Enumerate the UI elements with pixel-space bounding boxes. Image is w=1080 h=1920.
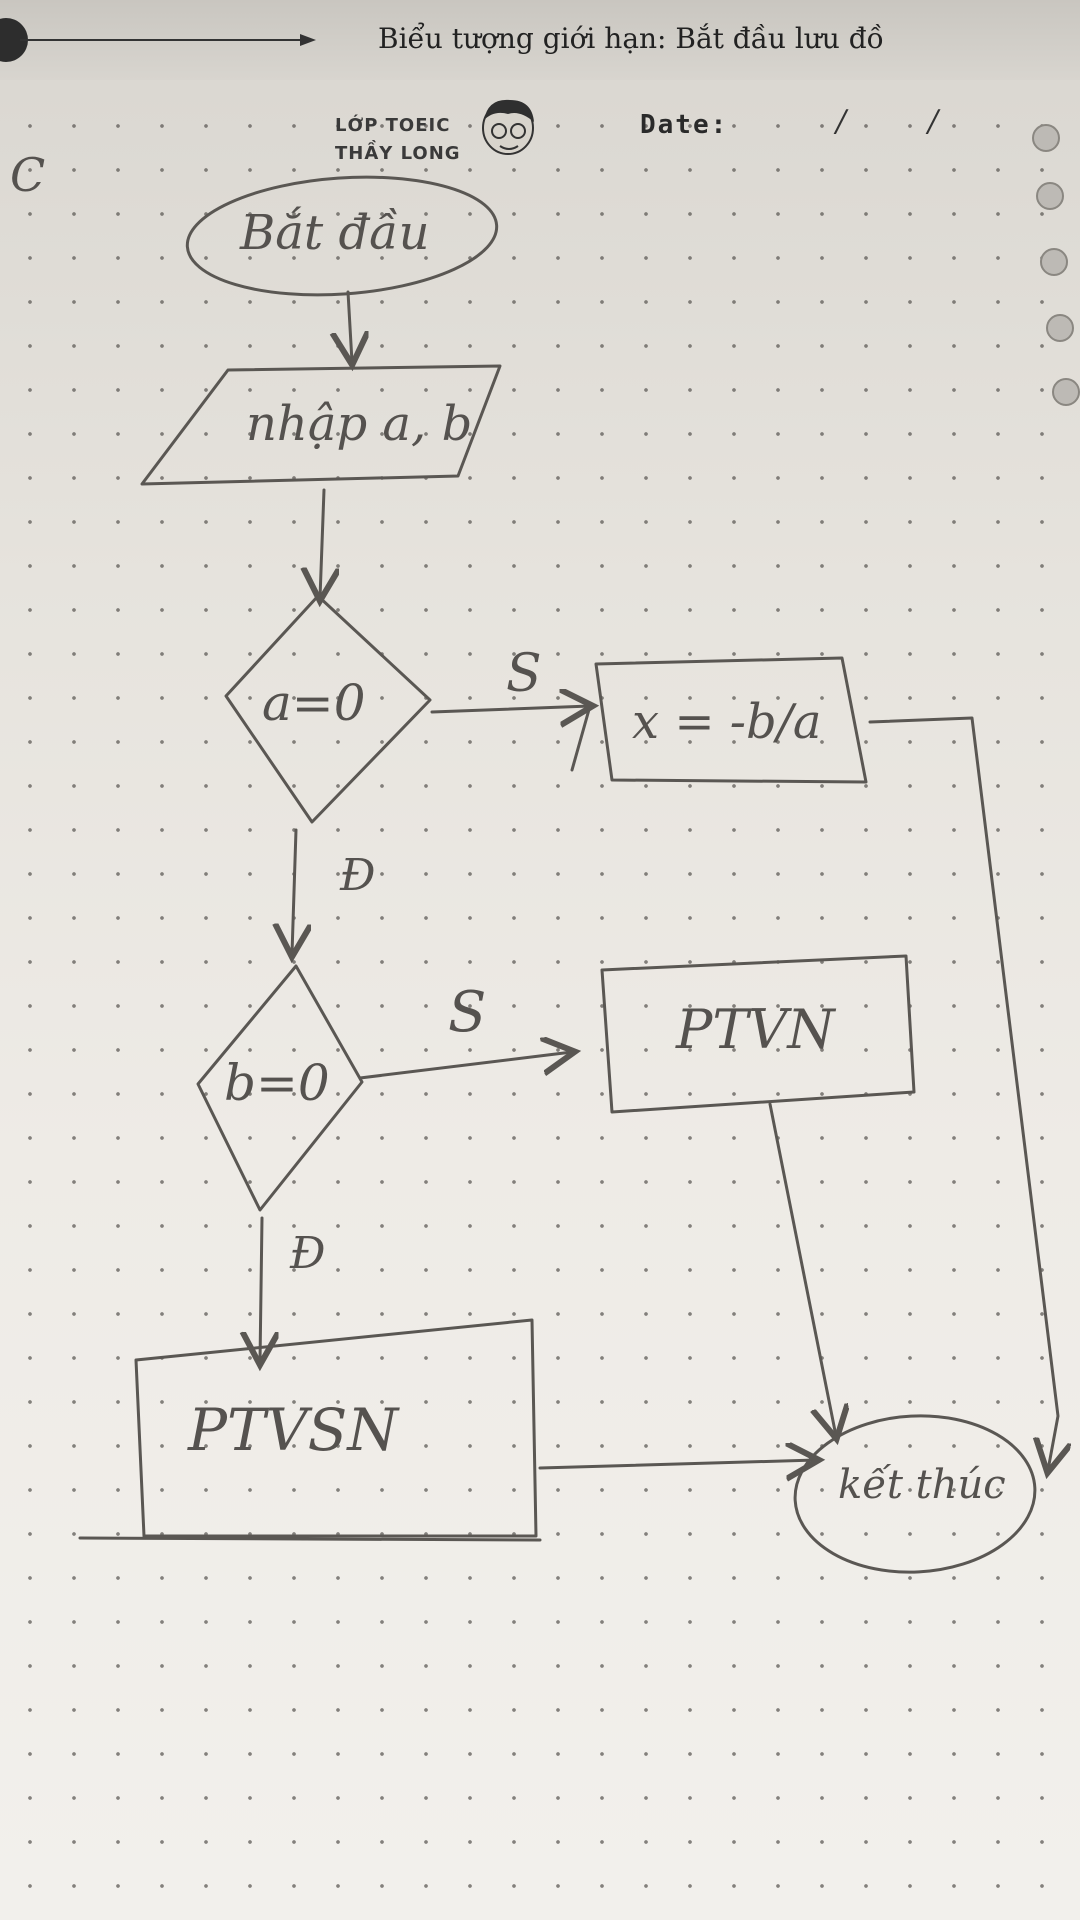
edge-label-no-b: Đ: [290, 1228, 326, 1279]
input-node: [140, 364, 502, 486]
margin-note: C: [10, 148, 46, 202]
date-separator-2: /: [928, 104, 939, 139]
mascot-avatar: [482, 99, 534, 155]
header-arrow-head: [300, 34, 316, 46]
date-label: Date:: [640, 110, 729, 140]
end-label: kết thúc: [838, 1462, 1006, 1508]
process-ptvsn-node: [78, 1318, 542, 1542]
process-x-node: [570, 656, 868, 784]
date-separator-1: /: [836, 104, 847, 139]
top-caption: Biểu tượng giới hạn: Bắt đầu lưu đồ: [378, 22, 884, 55]
brand-logo-text: LỚP TOEIC THẦY LONG: [335, 112, 461, 168]
edge-decision-a-no: [292, 828, 296, 954]
decision-b-node: [196, 964, 364, 1212]
start-node: [185, 175, 499, 297]
edge-ptvn-end: [768, 1102, 836, 1436]
decision-a-node: [224, 594, 432, 824]
edge-decision-b-yes: [358, 1052, 572, 1080]
edge-decision-a-yes: [430, 706, 590, 712]
dot-grid: [0, 90, 1060, 1920]
edge-label-yes-b: S: [448, 980, 487, 1045]
decision-a-label: a=0: [262, 674, 366, 732]
header-bullet: [0, 18, 28, 62]
edge-decision-b-no: [260, 1216, 262, 1362]
process-x-label: x = -b/a: [632, 694, 822, 750]
spiral-rings: [1032, 124, 1080, 406]
brand-line-2: THẦY LONG: [335, 143, 461, 164]
edge-ptvsn-end: [538, 1460, 816, 1468]
input-label: nhập a, b: [246, 396, 473, 452]
edge-input-decision-a: [320, 488, 324, 598]
process-ptvn-node: [600, 954, 916, 1114]
edge-start-input: [348, 290, 352, 362]
edge-x-end: [868, 716, 1058, 1470]
end-node: [793, 1414, 1037, 1574]
edge-label-yes-a: S: [506, 644, 542, 704]
process-ptvsn-label: PTVSN: [188, 1396, 399, 1464]
brand-line-1: LỚP TOEIC: [335, 115, 451, 136]
decision-b-label: b=0: [224, 1054, 330, 1112]
process-ptvn-label: PTVN: [676, 998, 835, 1061]
edge-label-no-a: Đ: [340, 850, 376, 901]
start-label: Bắt đầu: [240, 205, 430, 261]
